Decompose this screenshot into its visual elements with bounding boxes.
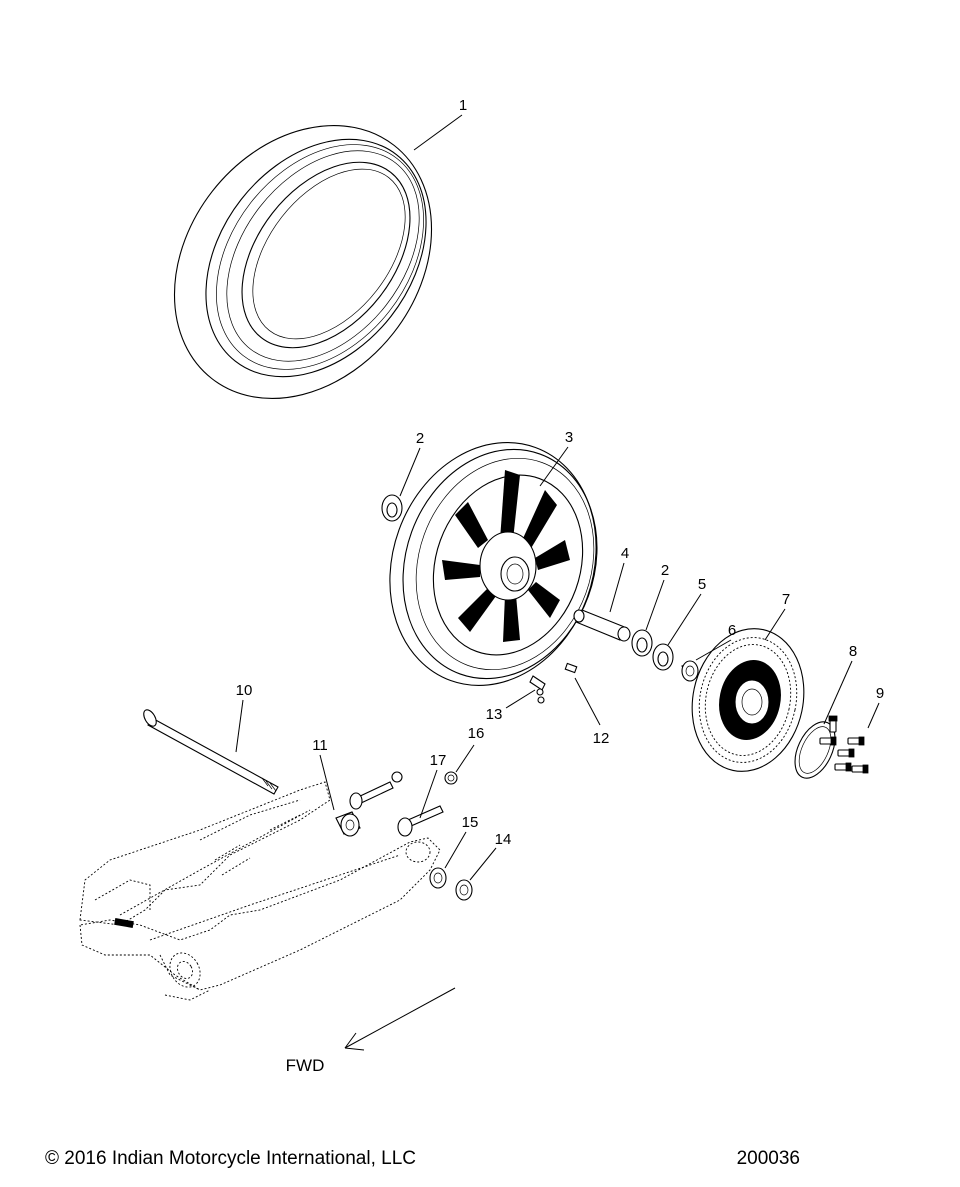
bolt — [851, 764, 869, 774]
leader-2-left — [399, 447, 421, 497]
washer-15 — [429, 867, 447, 889]
axle-spacer — [573, 609, 631, 642]
tone-ring — [794, 721, 836, 779]
pivot-bushing — [335, 811, 361, 837]
leader-11 — [319, 754, 335, 811]
bolt — [828, 715, 838, 733]
leader-5 — [667, 593, 702, 646]
callout-13: 13 — [486, 706, 503, 723]
brake-rotor — [691, 628, 805, 772]
leader-3 — [539, 446, 569, 487]
callout-2-right: 2 — [661, 562, 669, 579]
callout-7: 7 — [782, 591, 790, 608]
nut-16 — [444, 771, 458, 785]
callout-11: 11 — [312, 737, 328, 754]
pivot-bolt — [349, 771, 403, 810]
callout-14: 14 — [495, 831, 512, 848]
rear-axle — [143, 709, 279, 795]
valve-cap — [564, 662, 578, 674]
callout-2-left: 2 — [416, 430, 424, 447]
leader-15 — [444, 831, 467, 869]
leader-12 — [574, 677, 601, 726]
leader-8 — [823, 660, 853, 725]
bolt — [819, 736, 837, 746]
forward-arrow — [344, 987, 456, 1051]
fwd-label: FWD — [286, 1056, 325, 1075]
swingarm — [79, 781, 441, 1001]
leader-2-right — [645, 579, 665, 631]
callout-12: 12 — [593, 730, 610, 747]
wheel-bearing-right — [631, 629, 653, 657]
leader-4 — [609, 562, 625, 613]
leader-10 — [235, 699, 244, 753]
adjuster-bolt — [397, 805, 444, 837]
bolt — [847, 736, 865, 746]
wheel-bearing-left — [381, 494, 403, 522]
callout-10: 10 — [236, 682, 253, 699]
leader-13 — [505, 689, 536, 709]
rotor-bolts — [819, 715, 869, 774]
leader-lines — [235, 114, 880, 881]
callout-3: 3 — [565, 429, 573, 446]
callout-9: 9 — [876, 685, 884, 702]
callout-8: 8 — [849, 643, 857, 660]
callout-16: 16 — [468, 725, 485, 742]
leader-16 — [455, 744, 475, 773]
leader-14 — [469, 847, 497, 881]
rear-wheel — [389, 442, 598, 686]
leader-17 — [419, 769, 438, 819]
valve-stem — [529, 675, 546, 704]
wheel-spacer — [681, 660, 699, 682]
callout-1: 1 — [459, 97, 467, 114]
leader-6 — [695, 639, 732, 661]
figure-number: 200036 — [737, 1148, 800, 1169]
leader-9 — [867, 702, 880, 729]
callout-6: 6 — [728, 622, 736, 639]
bolt — [837, 748, 855, 758]
copyright-text: © 2016 Indian Motorcycle International, … — [45, 1148, 416, 1169]
callout-4: 4 — [621, 545, 629, 562]
bolt — [834, 762, 852, 772]
seal — [652, 643, 674, 671]
callout-15: 15 — [462, 814, 479, 831]
callout-5: 5 — [698, 576, 706, 593]
nut-14 — [455, 879, 473, 901]
tire — [173, 125, 433, 399]
leader-7 — [764, 608, 786, 641]
callout-labels: 1 2 3 4 2 5 6 7 8 9 10 11 12 13 14 15 16… — [236, 97, 885, 848]
callout-17: 17 — [430, 752, 447, 769]
leader-1 — [413, 114, 463, 151]
